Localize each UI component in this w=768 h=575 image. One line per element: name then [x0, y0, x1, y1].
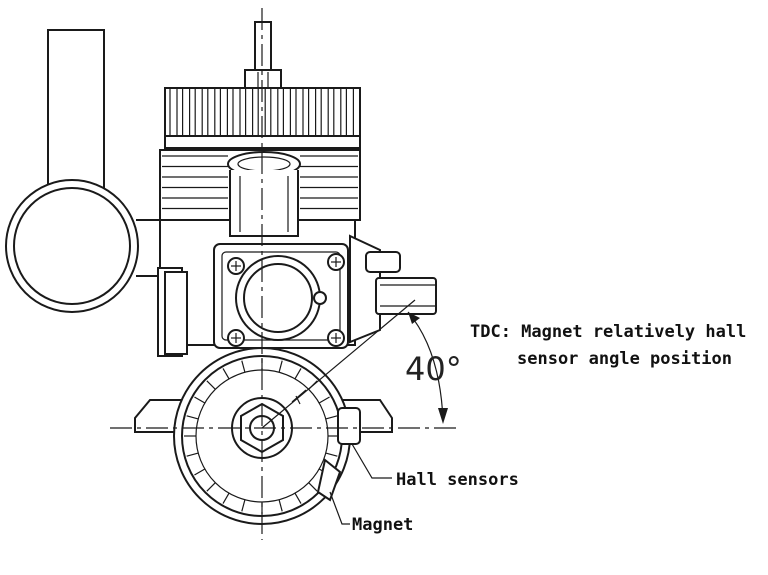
flywheel-rib [222, 368, 230, 380]
carburetor [213, 243, 349, 349]
flywheel-rib [308, 482, 318, 492]
flywheel [173, 347, 351, 525]
exhaust-pipe [5, 29, 169, 313]
flywheel-rib [222, 492, 230, 504]
flywheel-rib [318, 396, 330, 404]
flywheel-rib [241, 360, 246, 373]
angle-label: 40° [405, 350, 462, 388]
flywheel-rib [206, 380, 216, 390]
flywheel-rib [294, 368, 302, 380]
callout-leaders [329, 443, 392, 525]
flywheel-rib [194, 396, 206, 404]
flywheel-rib [241, 499, 246, 512]
flywheel-rib [206, 482, 216, 492]
flywheel-rib [278, 499, 283, 512]
flywheel-rib [278, 360, 283, 373]
spark-plug [244, 21, 282, 93]
flywheel-rib [325, 452, 338, 457]
angle-leaders [261, 299, 448, 429]
flywheel-rib [186, 415, 199, 420]
flywheel-rib [194, 468, 206, 476]
flywheel-rib [294, 492, 302, 504]
intake-neck [227, 151, 301, 237]
tdc-label-line2: sensor angle position [517, 349, 732, 369]
hall-sensor [337, 407, 361, 445]
hall-sensors-label: Hall sensors [396, 470, 519, 490]
tdc-label-line1: TDC: Magnet relatively hall [470, 322, 746, 342]
magnet-label: Magnet [352, 515, 413, 535]
flywheel-rib [325, 415, 338, 420]
center-lines [110, 8, 460, 540]
flywheel-rib [186, 452, 199, 457]
